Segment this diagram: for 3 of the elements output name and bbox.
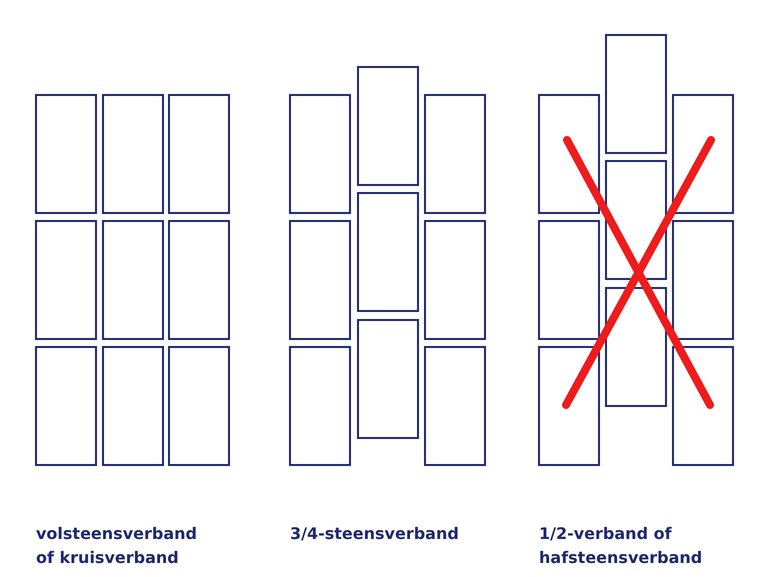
caption: 1/2-verband of hafsteensverband	[539, 523, 704, 569]
caption: volsteensverband of kruisverband	[36, 523, 198, 569]
caption: 3/4-steensverband	[290, 523, 460, 545]
